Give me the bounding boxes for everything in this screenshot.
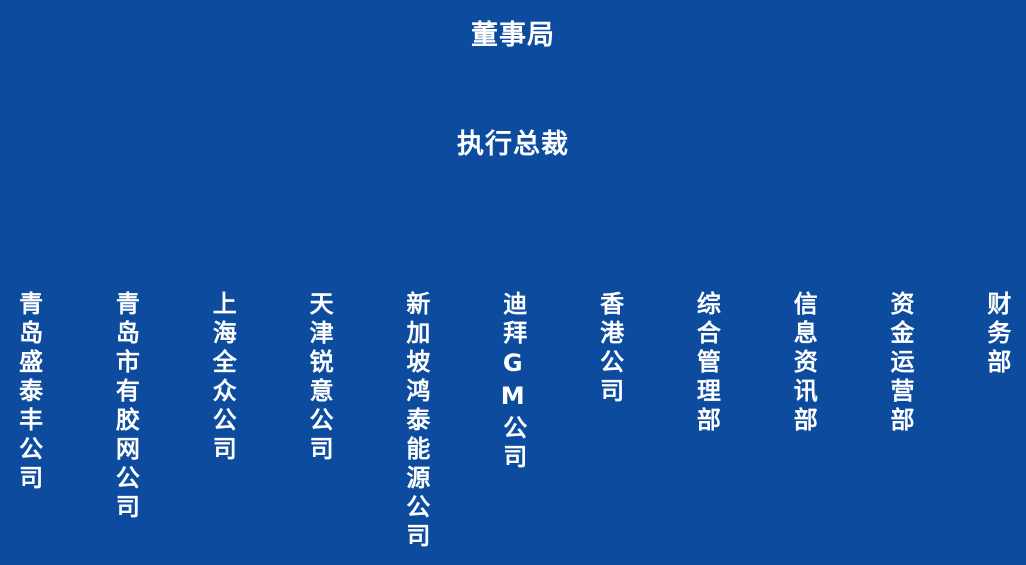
org-node-finance-dept: 财务部 — [982, 291, 1011, 378]
org-node-capital-operations-dept: 资金运营部 — [886, 291, 915, 436]
org-node-dubai-gm: 迪拜GM公司 — [498, 291, 527, 473]
org-node-qingdao-youjiaowang: 青岛市有胶网公司 — [111, 291, 140, 523]
org-node-board-of-directors: 董事局 — [471, 20, 555, 51]
org-node-singapore-hongtai-energy: 新加坡鸿泰能源公司 — [401, 291, 430, 552]
org-node-shanghai-quanzhong: 上海全众公司 — [208, 291, 237, 465]
org-node-information-dept: 信息资讯部 — [789, 291, 818, 436]
org-node-general-management-dept: 综合管理部 — [692, 291, 721, 436]
org-node-tianjin-ruiyi: 天津锐意公司 — [305, 291, 334, 465]
org-node-executive-president: 执行总裁 — [457, 129, 569, 160]
org-node-hongkong: 香港公司 — [595, 291, 624, 407]
org-level3-row: 青岛盛泰丰公司 青岛市有胶网公司 上海全众公司 天津锐意公司 新加坡鸿泰能源公司… — [14, 291, 1011, 552]
org-node-qingdao-shengtaifeng: 青岛盛泰丰公司 — [14, 291, 43, 494]
